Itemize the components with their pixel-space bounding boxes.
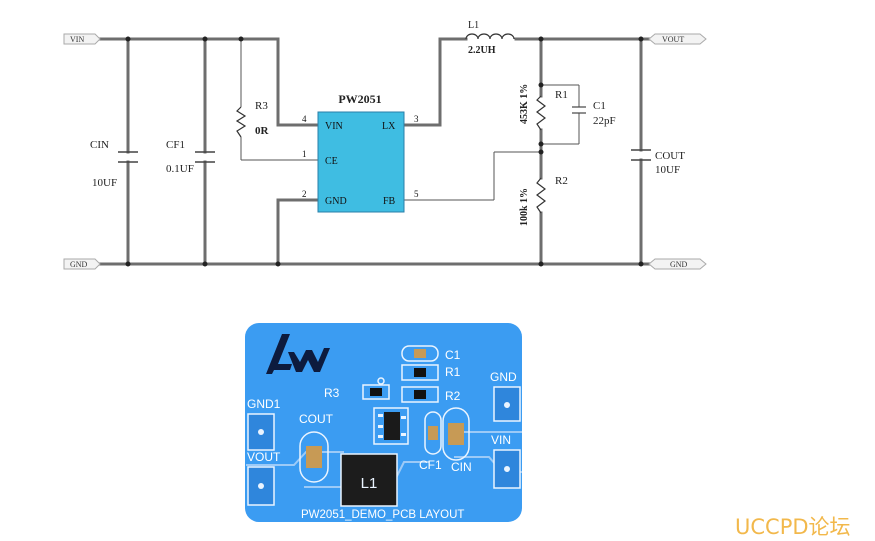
r1-ref: R1 [555,89,568,101]
r3-value: 0R [255,125,270,137]
pcb-label-vin: VIN [491,433,511,447]
port-gnd-right: GND [648,258,707,270]
capacitor-c1-symbol [572,106,586,114]
capacitor-cout-symbol [631,149,651,161]
ic-pin-number-5: 5 [414,189,419,199]
l1-ref: L1 [468,20,479,31]
port-vout: VOUT [648,33,707,45]
junctions [125,36,644,267]
r3-ref: R3 [255,100,268,112]
capacitor-cf1-symbol [195,151,215,163]
r2-ref: R2 [555,175,568,187]
pad-gnd-right [493,386,521,422]
pad-gnd1 [247,413,275,451]
ic-pin-fb: FB [383,196,396,207]
l1-value: 2.2UH [468,45,496,56]
pcb-label-vout: VOUT [247,450,281,464]
cin-ref: CIN [90,139,109,151]
ic-pin-number-4: 4 [302,114,307,124]
ic-pin-lx: LX [382,121,396,132]
port-gnd-right-label: GND [670,260,688,269]
thin-wires [240,39,580,201]
ic-pw2051: PW2051 VIN CE GND LX FB 4 1 2 3 5 [302,92,419,213]
port-vout-label: VOUT [662,35,684,44]
footprint-cin [442,407,470,461]
footprint-r3 [362,377,390,400]
pcb-label-cout: COUT [299,412,334,426]
pad-vout [247,466,275,506]
pcb-label-gnd1: GND1 [247,397,281,411]
pcb-label-gnd: GND [490,370,517,384]
pcb-label-cin: CIN [451,460,472,474]
r2-value: 100k 1% [519,188,530,226]
ic-pin-number-3: 3 [414,114,419,124]
ic-pin-vin: VIN [325,121,343,132]
cf1-value: 0.1UF [166,163,194,175]
c1-value: 22pF [593,115,616,127]
cf1-ref: CF1 [166,139,185,151]
footprint-cout [299,431,329,483]
wires [96,37,652,266]
pcb-layout: L1 C1 R1 R2 R3 GND VIN GND1 VOUT COUT CF… [245,323,522,522]
pcb-label-r2: R2 [445,389,461,403]
pcb-title: PW2051_DEMO_PCB LAYOUT [301,509,464,521]
watermark-text: UCCPD论坛 [735,515,851,539]
port-vin: VIN [63,33,101,45]
pcb-label-cf1: CF1 [419,458,442,472]
ic-pin-ce: CE [325,156,338,167]
inductor-l1-symbol [465,33,515,40]
cout-ref: COUT [655,150,685,162]
footprint-r1 [401,364,439,381]
company-logo [266,334,330,374]
resistor-r3-symbol [235,106,247,138]
c1-ref: C1 [593,100,606,112]
footprint-cf1 [424,411,442,455]
pcb-label-r1: R1 [445,365,461,379]
capacitor-cin-symbol [118,151,138,163]
port-vin-label: VIN [70,35,84,44]
cout-value: 10UF [655,164,680,176]
pcb-label-c1: C1 [445,348,461,362]
pad-vin [493,449,521,489]
cin-value: 10UF [92,177,117,189]
footprint-r2 [401,386,439,403]
r1-value: 453K 1% [519,84,530,124]
port-gnd-left-label: GND [70,260,88,269]
ic-pin-number-2: 2 [302,189,307,199]
ic-pin-number-1: 1 [302,149,307,159]
pcb-board [245,323,522,522]
pcb-label-r3: R3 [324,386,340,400]
footprint-l1: L1 [340,453,398,507]
ic-pin-gnd: GND [325,196,347,207]
circuit-schematic: VIN GND VOUT GND PW2051 VIN CE GND LX FB… [63,20,707,270]
pcb-label-l1: L1 [361,475,378,492]
ic-name: PW2051 [338,92,381,106]
port-gnd-left: GND [63,258,101,270]
resistor-r1-symbol [536,95,546,131]
resistor-r2-symbol [536,177,546,214]
footprint-c1 [401,345,439,362]
footprint-ic [373,407,409,445]
